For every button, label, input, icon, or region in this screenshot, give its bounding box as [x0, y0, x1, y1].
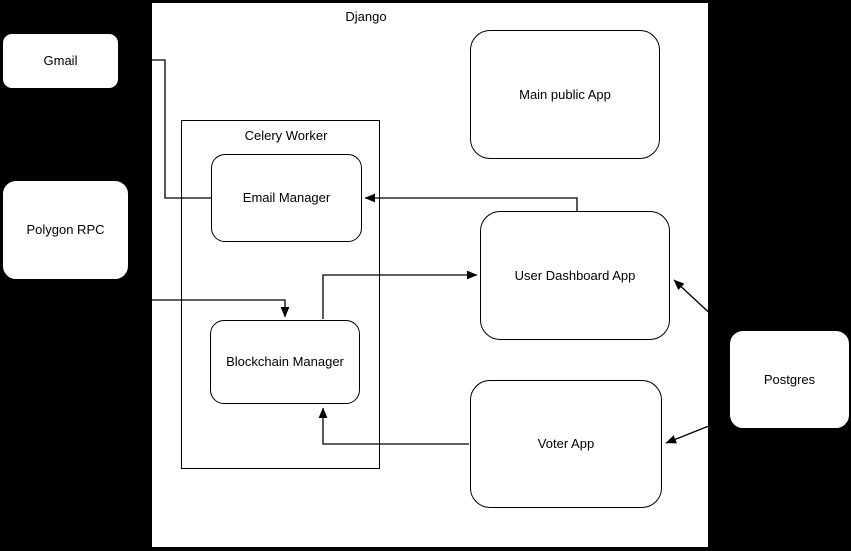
gmail-node-label: Gmail: [43, 53, 78, 69]
voter-app-node-label: Voter App: [537, 436, 595, 452]
postgres-node: Postgres: [729, 330, 850, 429]
django-label: Django: [345, 9, 387, 24]
celery-worker-label: Celery Worker: [244, 128, 328, 143]
user-dashboard-app-node-label: User Dashboard App: [514, 267, 636, 283]
main-public-app-node-label: Main public App: [519, 86, 611, 102]
voter-app-node: Voter App: [470, 380, 662, 508]
postgres-node-label: Postgres: [763, 371, 816, 387]
email-manager-node-label: Email Manager: [242, 190, 331, 206]
blockchain-manager-node-label: Blockchain Manager: [226, 354, 344, 370]
gmail-node: Gmail: [2, 33, 119, 89]
email-manager-node: Email Manager: [211, 154, 362, 242]
blockchain-manager-node: Blockchain Manager: [210, 320, 360, 404]
polygon-rpc-node: Polygon RPC: [2, 180, 129, 280]
polygon-rpc-node-label: Polygon RPC: [26, 222, 105, 238]
user-dashboard-app-node: User Dashboard App: [480, 211, 670, 340]
main-public-app-node: Main public App: [470, 30, 660, 159]
